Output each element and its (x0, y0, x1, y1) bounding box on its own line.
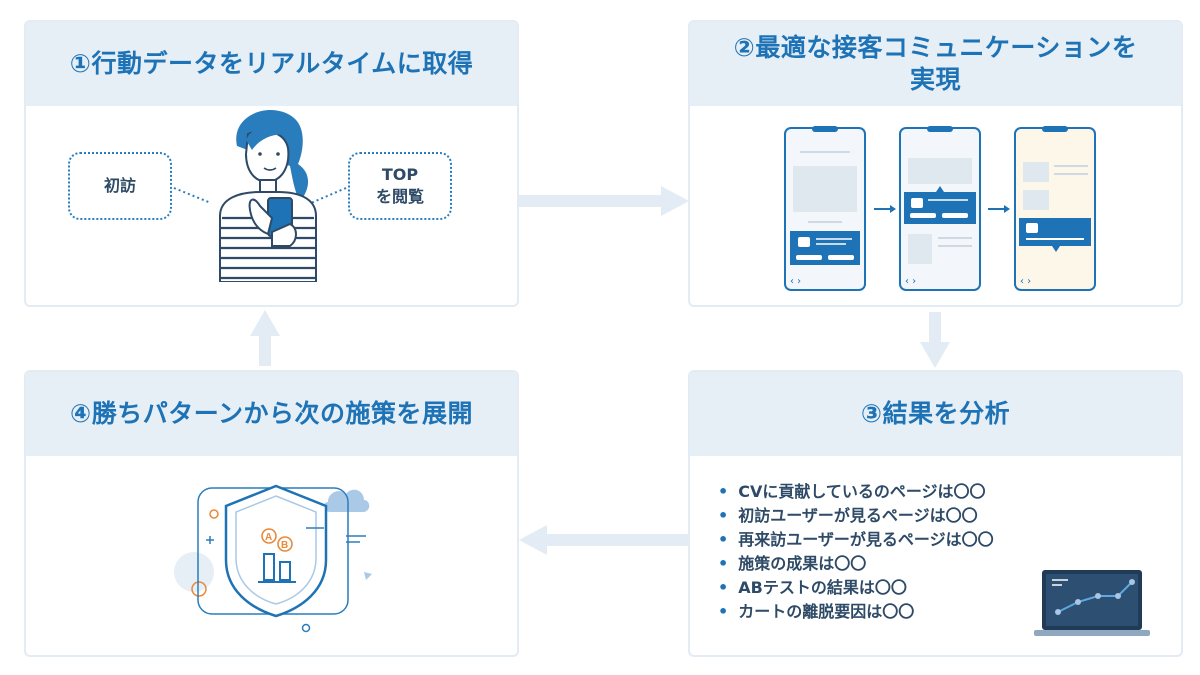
step1-card: ①行動データをリアルタイムに取得 初訪 TOP を閲覧 (24, 20, 519, 307)
list-item: ABテストの結果は〇〇 (718, 576, 994, 600)
svg-text:‹ ›: ‹ › (1020, 276, 1031, 287)
step4-card: ④勝ちパターンから次の施策を展開 A B (24, 370, 519, 657)
analysis-bullet-list: CVに貢献しているのページは〇〇 初訪ユーザーが見るページは〇〇 再来訪ユーザー… (718, 480, 994, 624)
flow-arrow-down (920, 312, 950, 368)
flow-arrow-up (250, 310, 280, 366)
phone-screen-1: ‹ › (784, 126, 866, 291)
list-item: 施策の成果は〇〇 (718, 552, 994, 576)
shield-ab-test-icon: A B (174, 484, 372, 633)
svg-text:‹ ›: ‹ › (790, 276, 801, 287)
bubble-top-view-line1: TOP (381, 165, 419, 184)
step2-title-line1: ②最適な接客コミュニケーションを (733, 33, 1138, 62)
list-item: カートの離脱要因は〇〇 (718, 600, 994, 624)
step1-title: ①行動データをリアルタイムに取得 (26, 22, 517, 106)
badge-b: B (281, 540, 288, 551)
flow-arrow-right (519, 186, 689, 216)
list-item: CVに貢献しているのページは〇〇 (718, 480, 994, 504)
step3-title: ③結果を分析 (690, 372, 1181, 456)
step2-card: ②最適な接客コミュニケーションを 実現 ‹ › (688, 20, 1183, 307)
svg-text:‹ ›: ‹ › (905, 276, 916, 287)
step4-title: ④勝ちパターンから次の施策を展開 (26, 372, 517, 456)
phone-screen-3: ‹ › (1014, 126, 1096, 291)
step2-title-line2: 実現 (909, 65, 961, 94)
smartphone-flow-illustration: ‹ › ‹ › (784, 126, 1096, 291)
phone-screen-2: ‹ › (899, 126, 981, 291)
laptop-chart-icon (1034, 570, 1150, 636)
step3-card: ③結果を分析 CVに貢献しているのページは〇〇 初訪ユーザーが見るページは〇〇 … (688, 370, 1183, 657)
bubble-top-view: TOP を閲覧 (348, 152, 452, 220)
flow-arrow-left (519, 525, 689, 555)
step2-title: ②最適な接客コミュニケーションを 実現 (690, 22, 1181, 106)
badge-a: A (265, 532, 272, 543)
bubble-first-visit: 初訪 (68, 152, 172, 220)
bubble-connectors (173, 187, 347, 204)
woman-with-smartphone-illustration (219, 110, 317, 282)
list-item: 再来訪ユーザーが見るページは〇〇 (718, 528, 993, 552)
bubble-first-visit-label: 初訪 (103, 176, 136, 195)
bubble-top-view-line2: を閲覧 (375, 187, 424, 206)
list-item: 初訪ユーザーが見るページは〇〇 (718, 504, 994, 528)
